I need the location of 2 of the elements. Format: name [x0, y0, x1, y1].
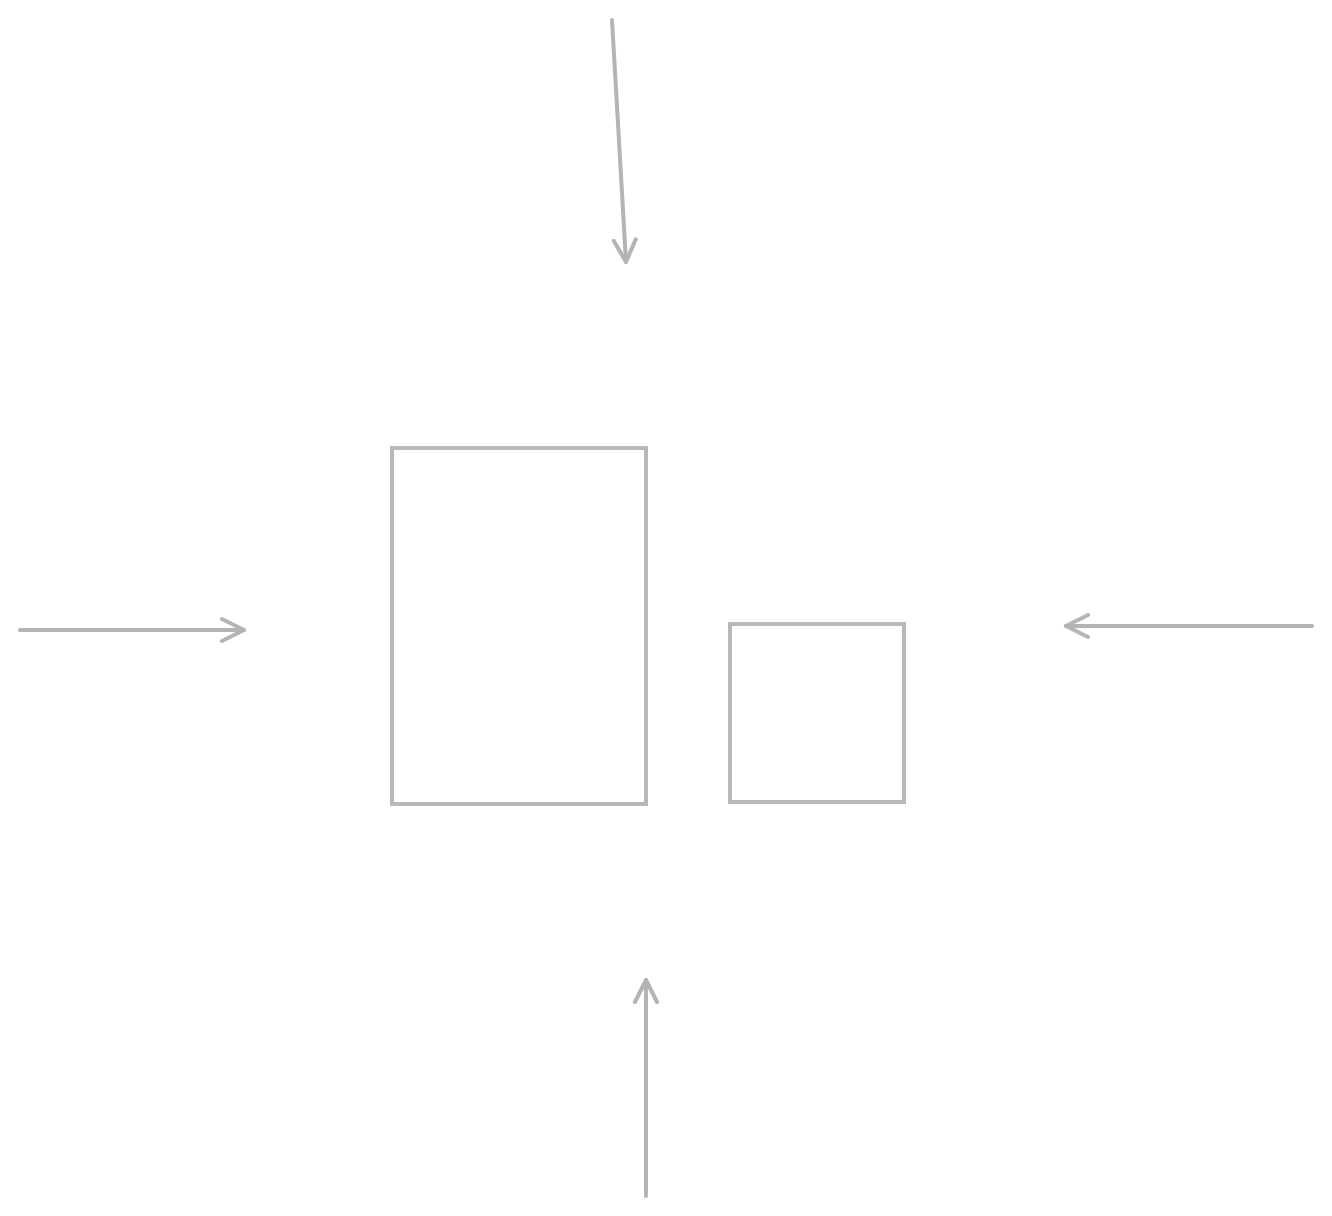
empty-rectangle	[390, 446, 648, 806]
empty-rectangle	[728, 622, 906, 804]
